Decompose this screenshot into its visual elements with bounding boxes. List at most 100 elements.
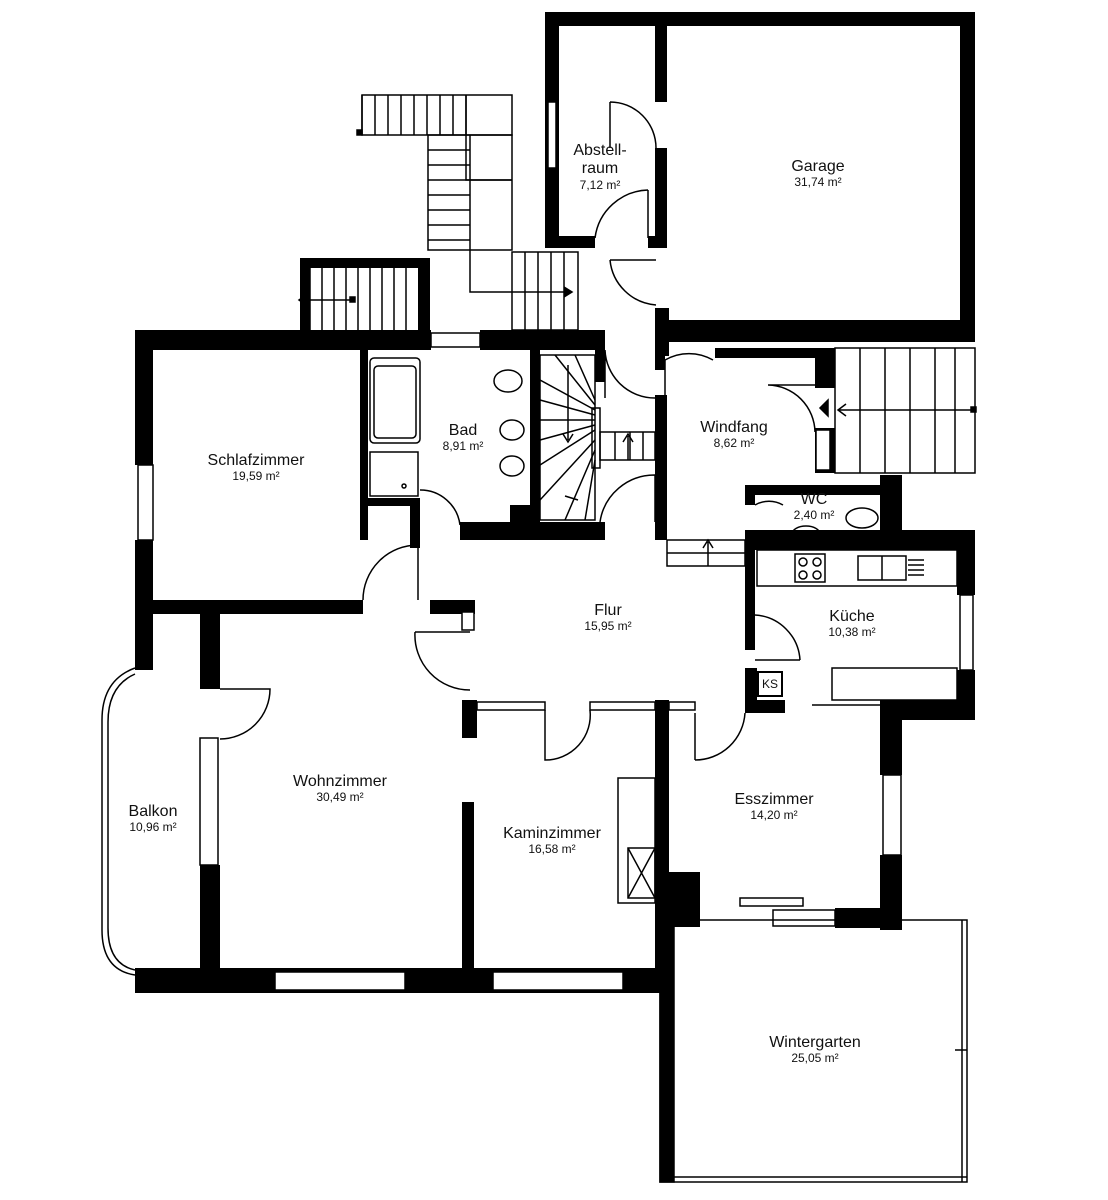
wall <box>655 872 700 927</box>
room-name: raum <box>581 160 619 178</box>
room-area: 8,62 m² <box>713 436 755 451</box>
door-arrow <box>818 398 829 418</box>
wall <box>135 330 153 465</box>
stair-marker <box>356 129 363 136</box>
stairs <box>309 268 407 330</box>
wall <box>360 498 420 506</box>
window <box>547 101 557 169</box>
door-swing <box>609 101 657 149</box>
door-swing <box>544 709 592 761</box>
sink <box>791 525 821 543</box>
door-swing <box>609 259 657 306</box>
door-swing <box>694 712 746 761</box>
drain-board <box>908 559 924 576</box>
line-work <box>101 94 977 1183</box>
door-swing <box>604 349 656 399</box>
stairs <box>361 94 513 136</box>
wall <box>745 485 755 505</box>
room-kaminzimmer: Kaminzimmer 16,58 m² <box>503 825 601 857</box>
toilet <box>493 369 523 393</box>
wall <box>480 330 605 350</box>
stairs <box>524 252 565 330</box>
wall <box>745 530 755 650</box>
window <box>492 971 624 991</box>
wall <box>745 700 785 713</box>
room-name: Kaminzimmer <box>503 825 601 842</box>
wall <box>655 348 665 370</box>
room-area: 10,38 m² <box>828 625 876 640</box>
window <box>430 332 481 348</box>
door-swing <box>362 544 419 601</box>
stove <box>794 553 826 583</box>
wall <box>655 12 667 102</box>
door-swing <box>767 384 816 433</box>
wall <box>462 700 477 738</box>
room-area: 19,59 m² <box>232 469 280 484</box>
wall <box>360 350 368 540</box>
door-swing <box>754 614 801 661</box>
room-name: Balkon <box>128 803 178 820</box>
wintergarten-wall <box>659 924 675 1183</box>
room-schlafzimmer: Schlafzimmer 19,59 m² <box>208 452 305 484</box>
fireplace <box>627 847 656 899</box>
fridge-label: KS <box>757 671 783 697</box>
room-area: 7,12 m² <box>579 177 621 192</box>
stair-arrow <box>563 286 574 298</box>
room-wohnzimmer: Wohnzimmer 30,49 m² <box>293 773 387 805</box>
balkon-outline <box>101 667 136 976</box>
room-area: 16,58 m² <box>528 842 576 857</box>
wall <box>545 12 975 26</box>
bathtub <box>369 357 421 444</box>
window <box>882 774 902 856</box>
room-garage: Garage 31,74 m² <box>791 158 844 190</box>
room-name: Abstell- <box>573 142 627 159</box>
wall <box>880 475 902 535</box>
room-name: Schlafzimmer <box>207 452 305 469</box>
room-wc: WC 2,40 m² <box>794 491 835 523</box>
wall <box>200 614 220 689</box>
wall <box>418 258 430 348</box>
wall <box>530 350 540 540</box>
bathtub <box>373 365 417 439</box>
wall <box>815 348 835 388</box>
room-name: Garage <box>791 158 845 175</box>
wall <box>655 308 669 356</box>
room-area: 25,05 m² <box>791 1051 839 1066</box>
stair-arrow <box>702 538 714 566</box>
door-swing <box>219 688 271 740</box>
wall <box>835 908 902 928</box>
wall <box>715 348 815 358</box>
wall <box>462 802 474 972</box>
room-flur: Flur 15,95 m² <box>584 602 631 634</box>
room-area: 8,91 m² <box>442 439 484 454</box>
room-kueche: Küche 10,38 m² <box>828 608 875 640</box>
stove-burner <box>798 557 808 567</box>
stair-marker <box>349 296 356 303</box>
wall <box>545 236 595 248</box>
wall <box>745 485 900 495</box>
wall <box>300 258 430 268</box>
kitchen-island <box>831 667 958 701</box>
room-bad: Bad 8,91 m² <box>443 422 484 454</box>
door-swing <box>414 631 471 691</box>
window <box>739 897 804 907</box>
wall <box>540 522 605 540</box>
window <box>461 611 475 631</box>
window <box>137 464 154 541</box>
wall <box>655 148 667 248</box>
stair-arrow <box>297 294 352 306</box>
room-area: 14,20 m² <box>750 808 798 823</box>
room-name: Flur <box>594 602 622 619</box>
room-name: Bad <box>448 422 478 439</box>
windows <box>137 101 974 991</box>
window <box>772 909 836 927</box>
room-name: Windfang <box>700 419 768 436</box>
wall <box>595 350 605 382</box>
wall <box>880 700 902 775</box>
balkon-outline-inner <box>107 673 136 971</box>
room-area: 31,74 m² <box>794 175 842 190</box>
window <box>199 737 219 866</box>
room-balkon: Balkon 10,96 m² <box>129 803 178 835</box>
stove-burner <box>798 570 808 580</box>
wall <box>960 12 975 342</box>
